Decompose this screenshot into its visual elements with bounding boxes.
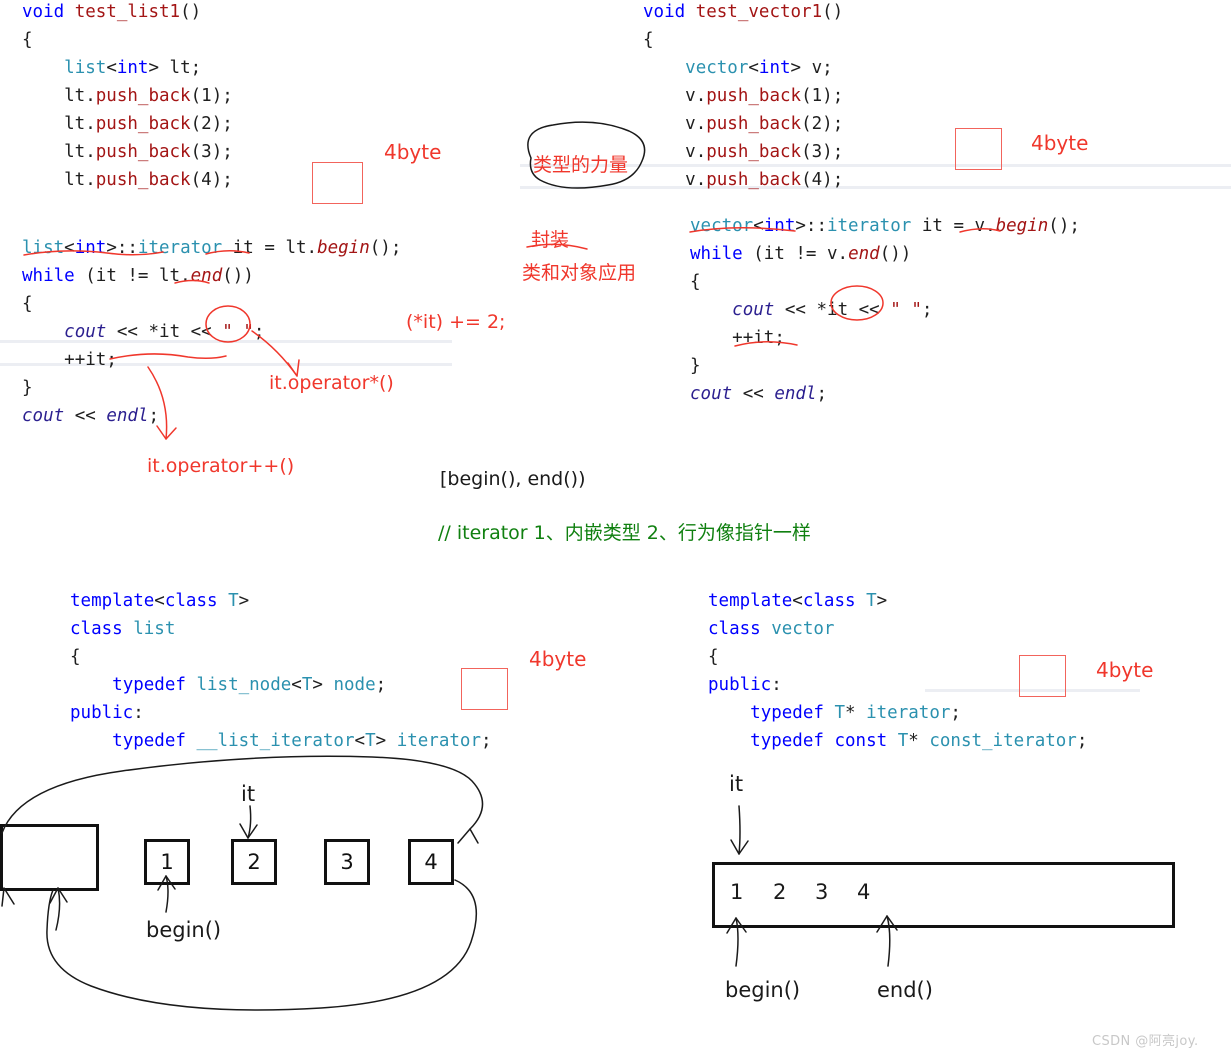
vector-begin-label: begin() — [725, 978, 801, 1002]
code-block-class-list: template<class T> class list { typedef l… — [70, 591, 492, 751]
highlight-band — [925, 689, 1140, 692]
vector-cell-3: 3 — [815, 880, 829, 904]
byte-label-2: 4byte — [1031, 131, 1089, 155]
list-sentinel-node — [0, 824, 99, 891]
list-node-3: 3 — [324, 839, 370, 885]
highlight-band — [0, 363, 452, 366]
vector-it-arrow — [738, 805, 741, 855]
annotation-iterator-comment: // iterator 1、内嵌类型 2、行为像指针一样 — [438, 522, 811, 544]
annotation-operator-inc: it.operator++() — [147, 455, 295, 477]
list-it-arrow — [247, 805, 252, 839]
annotation-deref-add: (*it) += 2; — [406, 311, 506, 333]
code-block-test-list1-loop: list<int>::iterator it = lt.begin(); whi… — [22, 238, 402, 426]
list-begin-label: begin() — [146, 918, 222, 942]
code-block-test-list1: void test_list1() { list<int> lt; lt.pus… — [22, 2, 233, 190]
byte-box-2 — [955, 128, 1002, 170]
list-loop-bottom — [46, 879, 478, 1011]
vector-it-arrow-head — [730, 839, 749, 855]
vector-end-label: end() — [877, 978, 933, 1002]
vector-it-label: it — [729, 772, 744, 796]
highlight-band — [520, 186, 1231, 189]
annotation-operator-star: it.operator*() — [269, 372, 394, 394]
list-node-4: 4 — [408, 839, 454, 885]
code-block-class-vector: template<class T> class vector { public:… — [708, 591, 1088, 751]
annotation-class-object-app: 类和对象应用 — [522, 262, 637, 284]
byte-box-1 — [312, 162, 363, 204]
byte-box-3 — [461, 668, 508, 710]
vector-cell-2: 2 — [773, 880, 787, 904]
vector-cell-4: 4 — [857, 880, 871, 904]
byte-box-4 — [1019, 655, 1066, 697]
byte-label-3: 4byte — [529, 647, 587, 671]
byte-label-1: 4byte — [384, 140, 442, 164]
vector-cell-1: 1 — [730, 880, 744, 904]
byte-label-4: 4byte — [1096, 658, 1154, 682]
list-sentinel-arrow — [55, 887, 61, 931]
annotation-type-power: 类型的力量 — [533, 154, 629, 176]
code-block-test-vector1-loop: vector<int>::iterator it = v.begin(); wh… — [690, 216, 1080, 404]
csdn-watermark: CSDN @阿亮joy. — [1092, 1034, 1199, 1049]
vector-array-box — [712, 862, 1175, 928]
list-it-arrow-head — [239, 823, 258, 839]
annotation-range-note: [begin(), end()) — [440, 468, 586, 490]
code-block-test-vector1: void test_vector1() { vector<int> v; v.p… — [643, 2, 844, 190]
list-node-2: 2 — [231, 839, 277, 885]
list-it-label: it — [241, 782, 256, 806]
list-loop-top-arrow — [457, 828, 479, 844]
list-node-1: 1 — [144, 839, 190, 885]
highlight-band — [520, 164, 1231, 167]
annotation-encapsulation: 封装 — [531, 229, 570, 251]
